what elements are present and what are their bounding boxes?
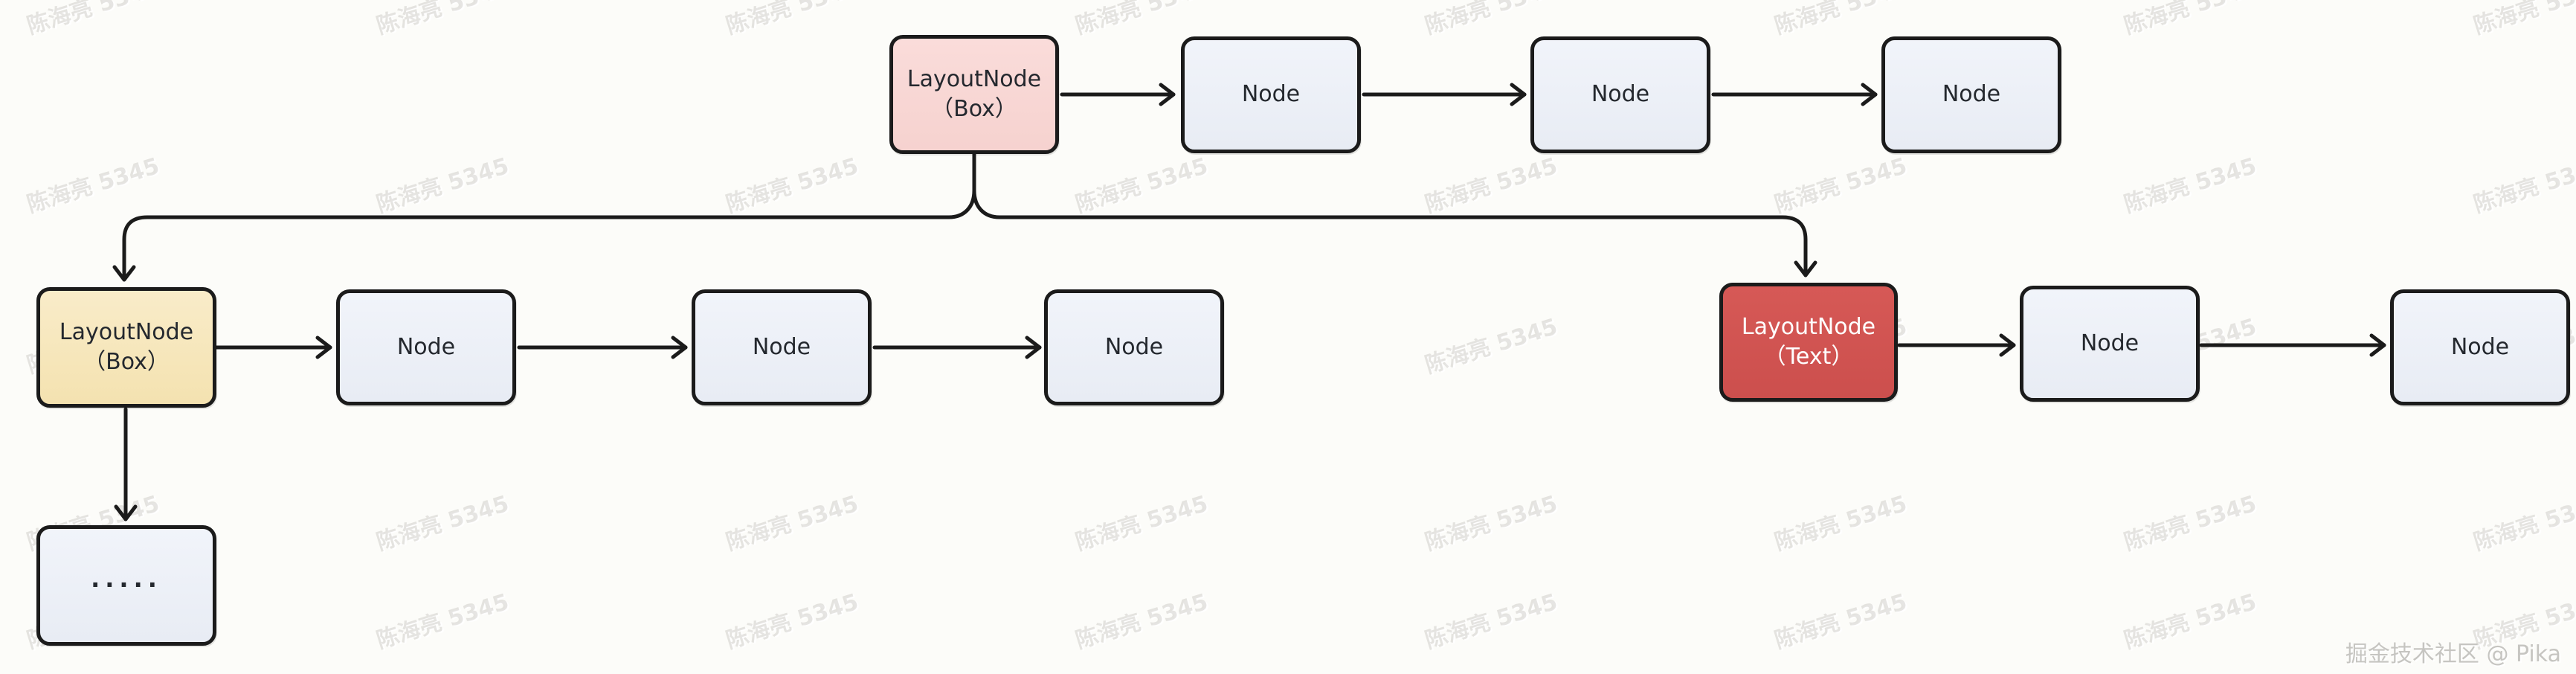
node-label: Node xyxy=(1104,333,1164,360)
node-label: Node xyxy=(1591,81,1650,108)
node-layoutnode-box-root: LayoutNode （Box） xyxy=(889,35,1059,154)
node-r2n2: Node xyxy=(692,289,872,405)
node-r2n5: Node xyxy=(2390,289,2570,405)
node-sublabel: （Box） xyxy=(931,96,1017,122)
node-r2n3: Node xyxy=(1044,289,1224,405)
node-r1n2: Node xyxy=(1530,36,1710,153)
node-r1n1: Node xyxy=(1181,36,1361,153)
node-layoutnode-box-child: LayoutNode （Box） xyxy=(36,287,216,408)
node-ellipsis: ····· xyxy=(36,525,216,646)
node-r1n3: Node xyxy=(1881,36,2061,153)
node-label: Node xyxy=(752,333,811,360)
node-label: LayoutNode xyxy=(907,65,1042,92)
node-sublabel: （Text） xyxy=(1763,344,1854,370)
node-label: ····· xyxy=(91,571,162,600)
node-label: Node xyxy=(2080,330,2139,356)
node-sublabel: （Box） xyxy=(83,349,170,375)
node-label: LayoutNode xyxy=(59,318,194,345)
node-layoutnode-text-child: LayoutNode （Text） xyxy=(1719,283,1898,402)
node-label: Node xyxy=(1942,81,2001,108)
node-r2n1: Node xyxy=(336,289,516,405)
arrow-root-to-box-child xyxy=(112,152,976,282)
arrow-root-to-text-child xyxy=(972,152,1817,277)
node-label: Node xyxy=(396,333,456,360)
node-label: Node xyxy=(1241,81,1301,108)
node-r2n4: Node xyxy=(2020,286,2200,402)
node-label: LayoutNode xyxy=(1741,313,1876,340)
footer-credit: 掘金技术社区 @ Pika xyxy=(2345,641,2561,667)
node-label: Node xyxy=(2450,333,2510,360)
